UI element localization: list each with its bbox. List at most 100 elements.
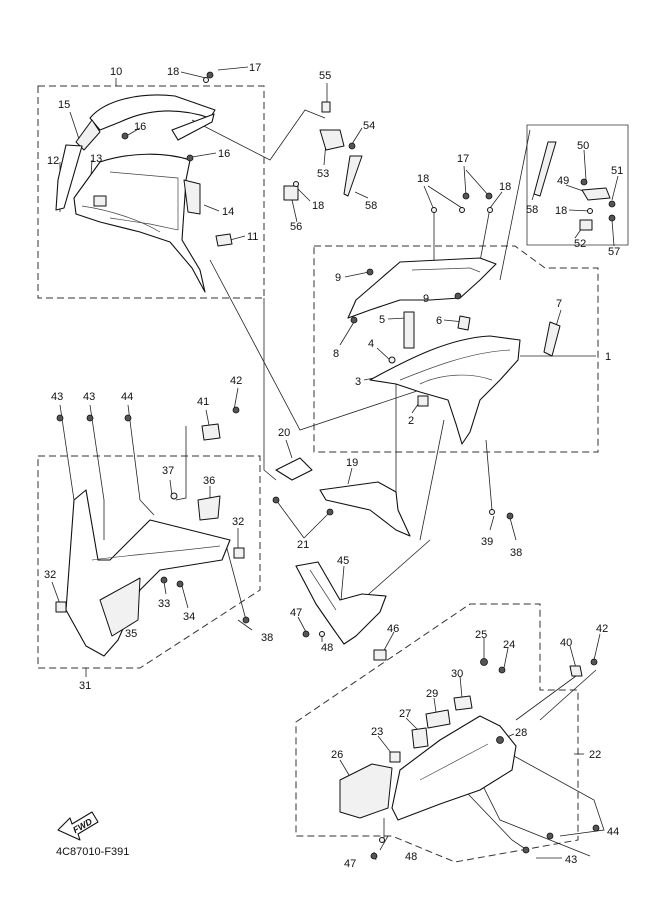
washer-48b [379,837,385,843]
callout-38: 38 [261,632,273,644]
part-36-pad [197,495,221,521]
callout-51: 51 [611,165,623,177]
part-33-nut [160,576,168,584]
callout-13: 13 [90,153,102,165]
part-25 [480,658,488,666]
part-56-clip [283,185,299,201]
part-5-damper [403,311,415,349]
callout-18: 18 [312,200,324,212]
part-55 [321,101,331,113]
callout-26: 26 [331,749,343,761]
callout-31: 31 [79,680,91,692]
callout-41: 41 [197,396,209,408]
callout-25: 25 [475,629,487,641]
part-6-clip [457,315,471,331]
callout-22: 22 [589,749,601,761]
callout-36: 36 [203,475,215,487]
washer-18c-1 [431,207,437,213]
bolt-44b-1 [592,824,600,832]
callout-20: 20 [278,427,290,439]
callout-47: 47 [344,858,356,870]
bolt-38b [506,512,514,520]
callout-5: 5 [379,314,385,326]
washer-48a [319,631,325,637]
callout-18: 18 [499,181,511,193]
callout-18: 18 [417,173,429,185]
callout-labels: 10 18 17 55 15 16 16 12 13 14 11 54 53 1… [44,62,623,870]
part-29-pad [425,709,451,729]
callout-45: 45 [337,555,349,567]
drawing-code: 4C87010-F391 [56,846,129,858]
washer-18b [293,181,299,187]
callout-16: 16 [134,121,146,133]
box-bracket-58 [526,124,629,246]
callout-35: 35 [125,628,137,640]
part-58a-stay [343,155,363,197]
part-45-assembly [295,561,387,661]
part-50 [580,178,588,186]
part-54-nut [348,142,356,150]
part-37-grommet [170,492,178,500]
bolt-38a [242,616,250,624]
callout-32: 32 [44,569,56,581]
part-49-bracket [581,187,611,201]
callout-43: 43 [51,391,63,403]
callout-8: 8 [333,348,339,360]
callout-42: 42 [230,375,242,387]
group-boxes [37,85,629,863]
callout-55: 55 [319,70,331,82]
bolt-17a [206,71,214,79]
part-32a-clip [233,547,245,559]
callout-46: 46 [387,623,399,635]
part-13-grommet [93,195,107,207]
callout-34: 34 [183,611,195,623]
washer-18e [587,208,593,214]
callout-39: 39 [481,536,493,548]
cowling-1-assembly [347,257,561,445]
callout-48: 48 [405,851,417,863]
callout-58: 58 [526,204,538,216]
part-1-main-cowling [369,335,521,445]
part-35-cover [99,577,141,637]
bolt-21b [326,508,334,516]
callout-30: 30 [451,668,463,680]
part-7-damper [543,321,561,357]
part-8-grommet [350,316,358,324]
callout-17: 17 [249,62,261,74]
bolt-47a [302,630,310,638]
part-40 [569,665,583,677]
side-cowling-assembly [55,71,233,293]
callout-21: 21 [297,539,309,551]
washer-39 [489,509,495,515]
part-58b-stay [533,141,557,197]
part-20-bracket [275,457,313,481]
part-34-bolt [176,580,184,588]
callout-10: 10 [110,66,122,78]
part-26-cover [339,763,393,819]
callout-9: 9 [335,272,341,284]
part-11-clip [215,233,233,247]
callout-53: 53 [317,168,329,180]
part-32b-clip [55,601,67,613]
callout-32: 32 [232,516,244,528]
callout-24: 24 [503,639,515,651]
callout-23: 23 [371,726,383,738]
bolt-9b [454,292,462,300]
part-2-clip [417,395,429,407]
bolt-47b [370,852,378,860]
part-12-strip [55,144,83,211]
callout-52: 52 [574,238,586,250]
callout-44: 44 [121,391,133,403]
callout-7: 7 [556,298,562,310]
part-28 [496,736,504,744]
bolt-44b-2 [546,832,554,840]
washer-18c-2 [459,207,465,213]
callout-43: 43 [565,854,577,866]
callout-58: 58 [365,200,377,212]
callout-27: 27 [399,708,411,720]
washer-18d [487,207,493,213]
callout-28: 28 [515,727,527,739]
bolt-43b [86,414,94,422]
